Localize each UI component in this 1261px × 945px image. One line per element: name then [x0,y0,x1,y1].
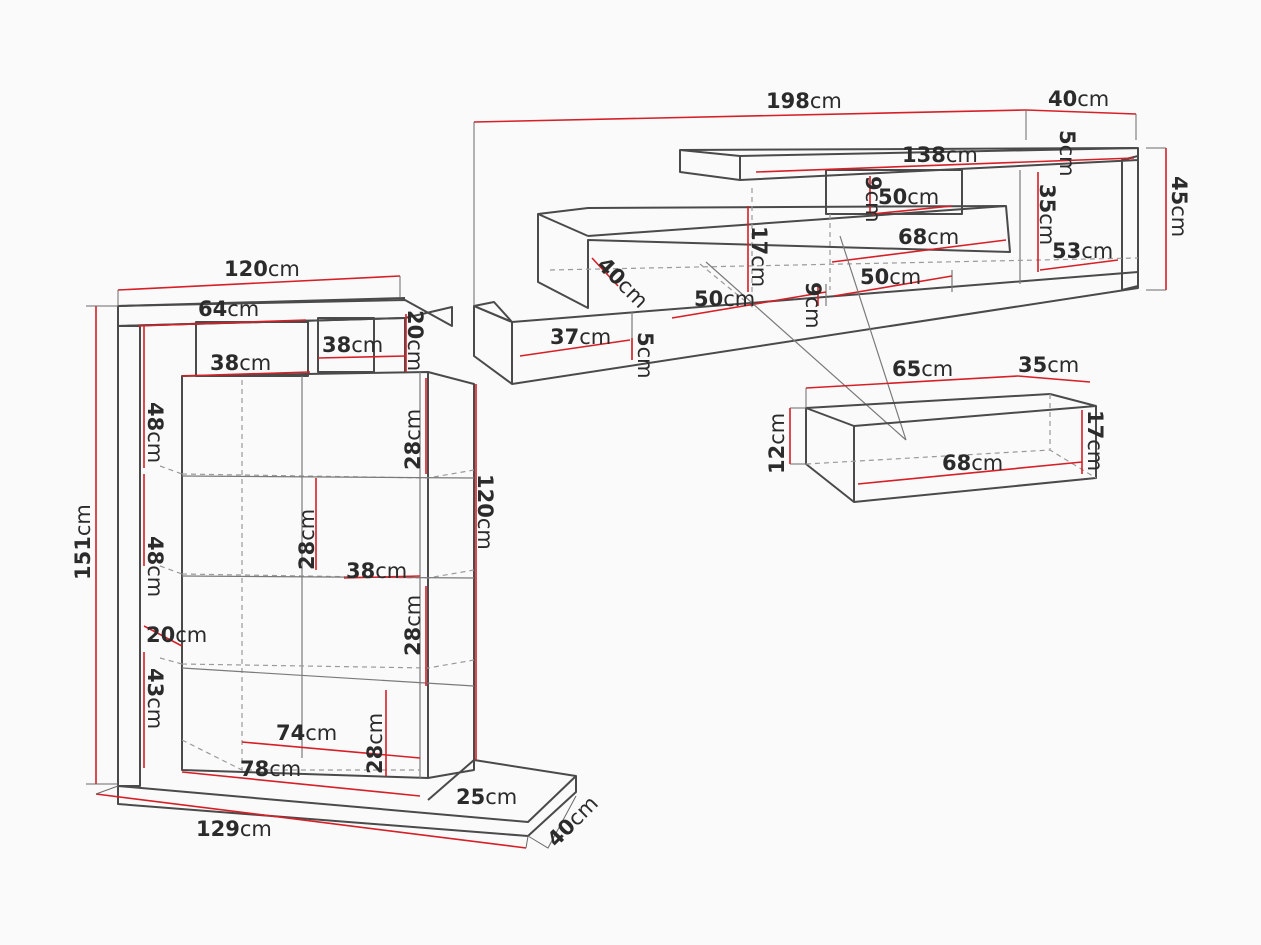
dim-shelf-center-compartment-height: 28cm [295,509,319,570]
dim-drawer-inner-width: 68cm [942,451,1003,475]
dim-tv-height: 45cm [1167,176,1191,237]
dim-shelf-left-upper-height: 48cm [143,402,167,463]
dim-tv-right-width: 53cm [1052,239,1113,263]
dim-shelf-small-niche-width: 38cm [322,333,383,357]
dim-tv-plinth-width: 37cm [550,325,611,349]
dim-tv-upper-niche-height: 9cm [861,176,885,223]
dim-shelf-left-lower-height: 43cm [143,668,167,729]
dim-tv-top-shelf-thickness: 5cm [1055,130,1079,177]
dim-drawer-height: 12cm [765,413,789,474]
dim-tv-left-height: 17cm [747,226,771,287]
dim-shelf-inner-height: 120cm [473,474,497,550]
dim-shelf-base-width: 129cm [196,817,272,841]
dim-shelf-bottom-width: 78cm [240,757,301,781]
dim-shelf-bottom-inner-width: 74cm [276,721,337,745]
dim-drawer-front-width: 65cm [892,357,953,381]
dim-shelf-right-compartment-height: 28cm [401,409,425,470]
dim-tv-depth: 40cm [1048,87,1109,111]
dim-shelf-right-lower-height: 28cm [401,595,425,656]
dim-shelf-base-depth: 25cm [456,785,517,809]
dim-tv-right-height: 35cm [1035,184,1059,245]
dim-shelf-overall-width: 120cm [224,257,300,281]
dim-shelf-top-depth: 64cm [198,297,259,321]
dim-drawer-side-height: 17cm [1083,410,1107,471]
dim-shelf-niche-height: 20cm [403,310,427,371]
dim-shelf-total-height: 151cm [71,504,95,580]
dim-tv-upper-niche-width: 50cm [878,185,939,209]
dim-tv-lower-width-left: 50cm [694,287,755,311]
dim-shelf-top-niche-width: 38cm [210,351,271,375]
dim-tv-middle-width: 68cm [898,225,959,249]
dim-drawer-depth: 35cm [1018,353,1079,377]
dim-tv-lower-niche-height: 9cm [801,282,825,329]
drawer-drawing [789,375,1097,503]
dim-shelf-center-shelf-width: 38cm [346,559,407,583]
dim-tv-top-shelf-width: 138cm [902,143,978,167]
dim-value: 120 [224,257,268,281]
dim-tv-plinth-height: 5cm [633,332,657,379]
shelf-unit-drawing [86,275,577,849]
dim-tv-lower-width-right: 50cm [860,265,921,289]
tv-unit-drawing [473,109,1167,441]
dim-shelf-left-middle-height: 48cm [143,536,167,597]
dim-tv-total-width: 198cm [766,89,842,113]
dim-shelf-bottom-compartment-height: 28cm [363,713,387,774]
dim-shelf-left-shelf: 20cm [146,623,207,647]
